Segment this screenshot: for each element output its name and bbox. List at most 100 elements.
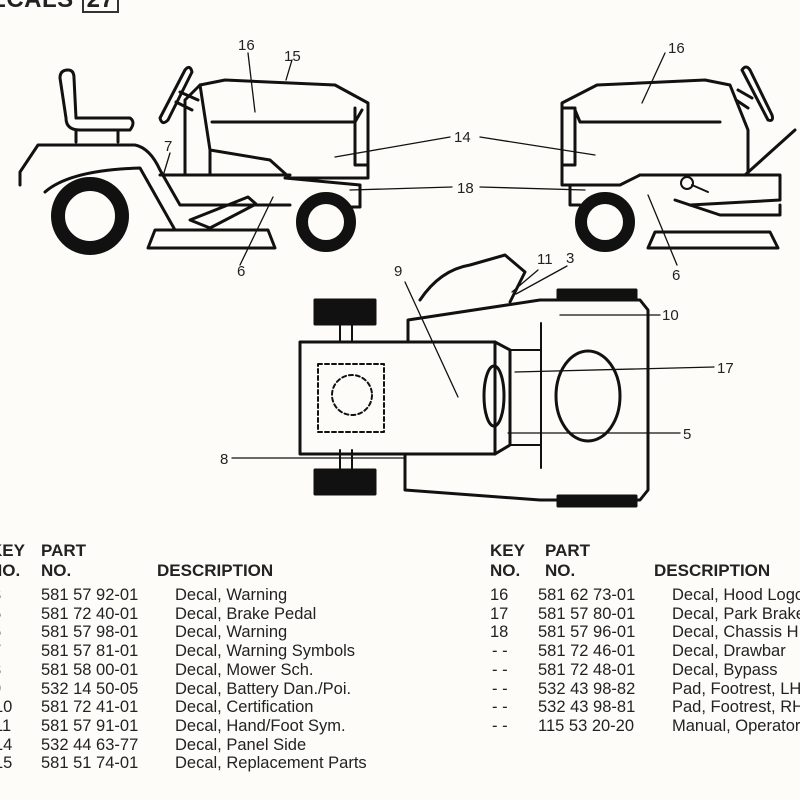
key-no-cell: 7 [0, 642, 1, 661]
description-cell: Decal, Certification [175, 698, 314, 717]
side-body [43, 166, 222, 232]
header-part: PART NO. [41, 541, 87, 580]
description-cell: Decal, Brake Pedal [175, 604, 317, 623]
key-no-cell: - - [492, 660, 508, 679]
description-cell: Decal, Drawbar [672, 642, 786, 661]
hood [198, 78, 370, 180]
description-cell: Pad, Footrest, LH [672, 679, 800, 698]
part-no-cell: 532 44 63-77 [41, 735, 139, 754]
footrest [673, 198, 782, 217]
grille [560, 106, 577, 167]
key-no-cell: 10 [0, 698, 13, 717]
page-badge: 27 [81, 0, 120, 13]
key-no-cell: 18 [490, 623, 509, 642]
callout-18: 18 [457, 180, 474, 197]
side-body [638, 128, 797, 207]
description-cell: Decal, Hood Logo [672, 586, 800, 604]
callout-11: 11 [537, 251, 553, 268]
description-cell: Decal, Park Brake [672, 604, 800, 623]
seat [58, 68, 135, 132]
callout-15: 15 [284, 48, 301, 65]
callout-16-right: 16 [668, 40, 685, 57]
callout-8: 8 [220, 451, 228, 468]
description-cell: Decal, Replacement Parts [175, 754, 367, 773]
part-no-cell: 581 72 48-01 [538, 660, 636, 679]
description-cell: Pad, Footrest, RH [672, 698, 800, 717]
key-no-cell: 8 [0, 661, 1, 680]
part-no-cell: 581 57 81-01 [41, 642, 139, 661]
description-cell: Decal, Chassis H [672, 623, 799, 642]
description-cell: Decal, Mower Sch. [175, 660, 314, 679]
part-no-cell: 581 58 00-01 [41, 660, 139, 679]
chassis [568, 183, 582, 207]
engine-circle [331, 374, 373, 416]
body-top [403, 298, 650, 502]
tractor-right-side-view [560, 65, 797, 252]
callout-3: 3 [566, 250, 574, 267]
callout-9: 9 [394, 263, 402, 280]
description-cell: Decal, Warning [175, 623, 288, 642]
callout-10: 10 [662, 307, 679, 324]
part-no-cell: 532 43 98-81 [538, 698, 636, 717]
part-no-cell: 581 72 46-01 [538, 642, 636, 661]
tractor-top-view [298, 253, 650, 508]
key-no-cell: - - [492, 642, 508, 661]
section-title: DECALS27 [0, 0, 120, 14]
front-wheel [575, 192, 635, 252]
part-no-cell: 581 72 40-01 [41, 604, 139, 623]
callout-17: 17 [717, 360, 734, 377]
key-no-cell: 5 [0, 605, 1, 624]
key-no-cell: - - [492, 698, 508, 717]
part-no-cell: 115 53 20-20 [538, 716, 635, 735]
key-no-cell: 17 [490, 604, 509, 623]
callout-16-left: 16 [238, 37, 255, 54]
tractor-left-side-view [18, 65, 370, 255]
steering-wheel [734, 65, 774, 122]
key-no-cell: 15 [0, 754, 13, 773]
rear-wheel-bottom [556, 494, 638, 508]
hood-top [298, 340, 497, 456]
front-wheel-bottom [313, 468, 377, 496]
grille [353, 106, 370, 167]
axle [339, 323, 353, 471]
cross-line [510, 322, 542, 469]
key-no-cell: 6 [0, 623, 1, 642]
header-key: KEY NO. [490, 541, 525, 580]
seat-back [418, 253, 527, 304]
footrest [188, 195, 258, 230]
brake-lever [691, 184, 709, 193]
dash [183, 83, 212, 177]
hood [560, 78, 750, 187]
rear-wheel-top [556, 288, 638, 302]
part-no-cell: 581 57 80-01 [538, 604, 636, 623]
callout-6-left: 6 [237, 263, 245, 280]
key-no-cell: 9 [0, 680, 1, 699]
callout-14: 14 [454, 129, 471, 146]
hood-line [210, 108, 364, 124]
header-description: DESCRIPTION [654, 561, 771, 580]
key-no-cell: - - [492, 716, 508, 735]
engine-outline [317, 363, 385, 433]
description-cell: Decal, Bypass [672, 660, 778, 679]
key-no-cell: 3 [0, 586, 1, 605]
rear-fender [18, 143, 292, 207]
key-no-cell: 16 [490, 586, 509, 604]
tractor-decal-diagram: 16 15 7 6 14 18 16 6 9 11 3 10 17 5 8 [18, 37, 797, 508]
seat-top [554, 349, 622, 443]
steering-wheel [158, 65, 200, 125]
callout-labels: 16 15 7 6 14 18 16 6 9 11 3 10 17 5 8 [164, 37, 734, 468]
description-cell: Decal, Battery Dan./Poi. [175, 679, 352, 698]
part-no-cell: 581 57 96-01 [538, 623, 636, 642]
part-no-cell: 532 14 50-05 [41, 679, 139, 698]
part-no-cell: 581 51 74-01 [41, 754, 139, 773]
description-cell: Decal, Panel Side [175, 735, 307, 754]
description-cell: Decal, Warning Symbols [175, 642, 356, 661]
part-no-cell: 581 62 73-01 [538, 586, 636, 604]
rear-wheel [51, 177, 129, 255]
header-description: DESCRIPTION [157, 561, 274, 580]
part-no-cell: 581 72 41-01 [41, 698, 139, 717]
hood-line [573, 108, 722, 124]
seat-post [74, 128, 120, 144]
leader-lines [162, 52, 715, 459]
part-no-cell: 581 57 98-01 [41, 623, 139, 642]
